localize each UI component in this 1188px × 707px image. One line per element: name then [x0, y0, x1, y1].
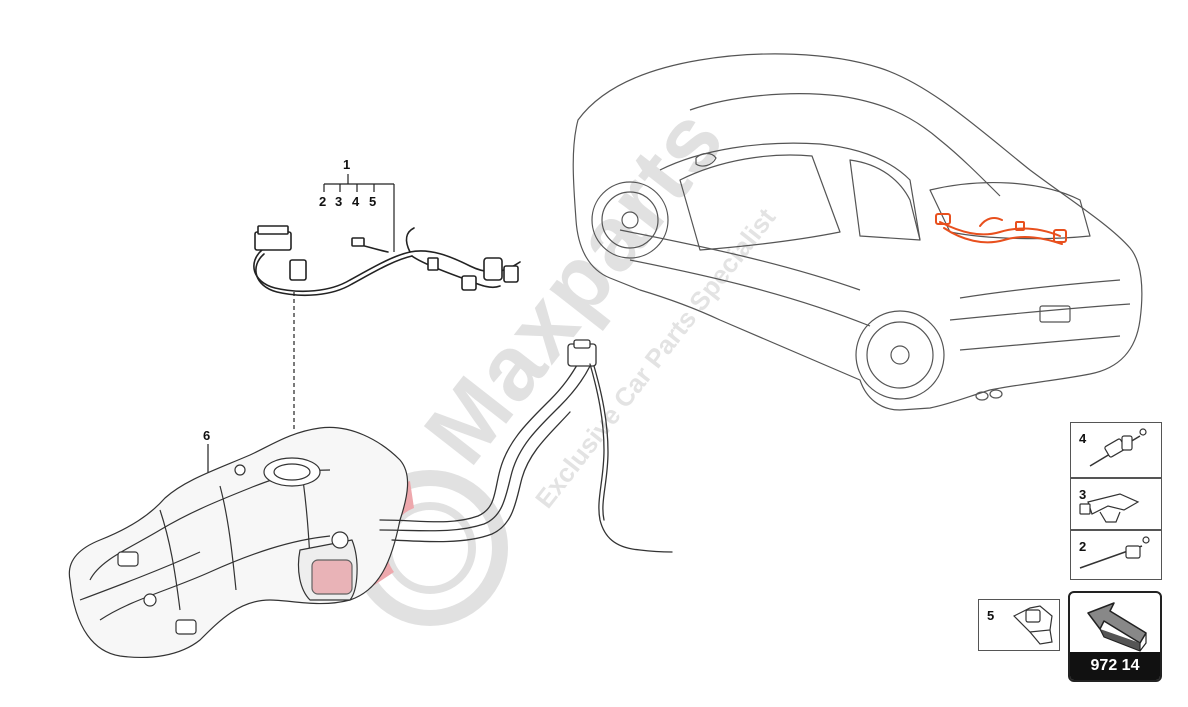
- vehicle-outline: [572, 53, 1143, 411]
- panel-number: 4: [1079, 431, 1087, 446]
- vehicle-harness-highlight: [935, 213, 1067, 245]
- direction-arrow-icon: [1087, 602, 1147, 652]
- panel-part-4[interactable]: 4: [1070, 422, 1162, 478]
- filler-pipe: [379, 339, 673, 553]
- reference-block[interactable]: 972 14: [1068, 591, 1162, 682]
- fuel-tank: [68, 426, 409, 659]
- panel-number: 5: [987, 608, 995, 623]
- panel-part-5[interactable]: 5: [978, 599, 1060, 651]
- panel-part-2[interactable]: 2: [1070, 530, 1162, 580]
- callout-5: 5: [369, 194, 376, 209]
- panel-number: 3: [1079, 487, 1087, 502]
- callout-6: 6: [203, 428, 210, 443]
- panel-part-3[interactable]: 3: [1070, 478, 1162, 530]
- callout-bracket: [207, 174, 395, 500]
- callout-2: 2: [319, 194, 326, 209]
- callout-3: 3: [335, 194, 342, 209]
- reference-code: 972 14: [1070, 652, 1160, 680]
- wiring-harness: [253, 225, 521, 297]
- callout-1: 1: [343, 157, 350, 172]
- callout-4: 4: [352, 194, 360, 209]
- panel-number: 2: [1079, 539, 1087, 554]
